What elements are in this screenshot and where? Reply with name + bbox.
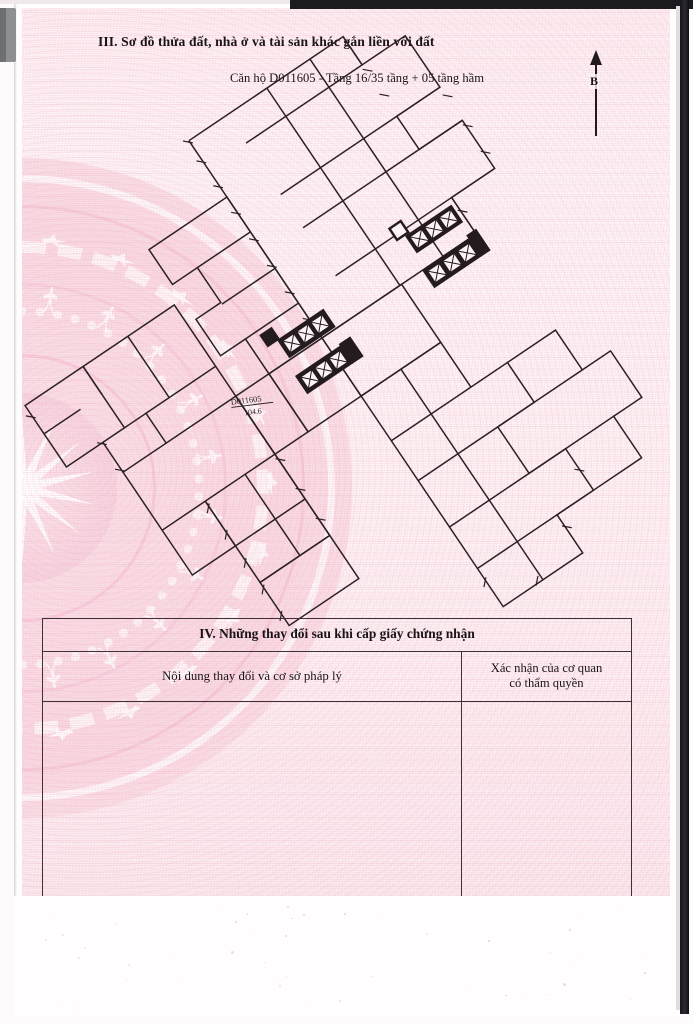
scan-speckle [44,938,47,941]
north-arrow-icon: B [584,50,610,136]
scan-speckle [83,947,86,950]
scan-speckle [53,913,55,915]
column-header-changes: Nội dung thay đổi và cơ sở pháp lý [162,668,342,683]
scan-speckle [545,993,547,996]
core-north [387,204,464,254]
scan-speckle [339,1000,342,1003]
wing-east [506,329,643,491]
scan-speckle [622,905,625,908]
scan-speckle [578,954,580,956]
scan-speckle [274,977,276,979]
scan-speckle [125,979,127,981]
scan-speckle [127,963,130,966]
scan-speckle [570,966,573,969]
unit-label-group: D011605 104.6 [230,394,274,417]
scan-edge-right-dark [680,0,689,1014]
scan-speckle [76,1007,79,1009]
floor-plan-svg: D011605 104.6 [24,34,643,627]
core-east [422,228,491,289]
core-south [295,336,364,395]
scan-speckle [218,908,220,910]
scan-speckle [576,913,578,915]
section-iv-heading: IV. Những thay đổi sau khi cấp giấy chứn… [199,626,475,641]
scan-edge-top-light [0,0,290,4]
scanner-tab-artifact-edge [0,8,6,62]
section-iv-column-header-row: Nội dung thay đổi và cơ sở pháp lý Xác n… [43,651,631,702]
scan-speckle [61,1003,63,1005]
scan-speckle [291,917,294,920]
wing-north-central [147,196,324,375]
scan-speckle [234,921,237,923]
scan-speckle [287,905,289,908]
scan-speckle [343,913,346,915]
scan-speckle [465,987,468,990]
scan-speckle [569,929,572,932]
scan-speckle [231,951,235,954]
scan-speckle [284,934,287,937]
scan-edge-right-light [676,6,680,1010]
section-iv-table: IV. Những thay đổi sau khi cấp giấy chứn… [42,618,632,896]
certificate-print-area: III. Sơ đồ thửa đất, nhà ở và tài sản kh… [22,8,670,896]
unit-area-text: 104.6 [244,406,263,417]
scan-speckle [285,976,287,978]
scan-speckle [377,917,380,919]
floor-plan-drawing: D011605 104.6 [22,8,670,896]
scan-speckle [247,913,249,915]
north-arrow-label: B [589,74,600,89]
scan-speckle [279,984,281,987]
table-column-divider [461,651,463,896]
scan-speckle [371,975,373,978]
table-cell-confirmation-body[interactable] [462,701,631,896]
scan-speckle [303,914,306,917]
confirmation-line-1: Xác nhận của cơ quan [490,660,603,675]
scan-speckle [488,940,490,943]
scan-speckle [426,933,429,936]
unit-subtitle: Căn hộ D011605 - Tầng 16/35 tầng + 05 tầ… [230,71,485,85]
scan-speckle [641,951,643,953]
confirmation-line-2: có thẩm quyền [509,676,584,690]
core-west [259,308,336,359]
scan-speckle [176,983,179,985]
wing-southwest [101,365,360,627]
scan-speckle [263,961,266,964]
scan-speckle [62,934,64,937]
facade-tick-marks [25,68,585,621]
scan-speckle [521,999,523,1001]
scan-speckle [77,957,80,960]
scan-speckle [168,952,170,954]
wing-southeast [360,341,595,608]
wing-west [24,303,217,469]
scan-speckle [629,998,632,1000]
paper-left-shadow [14,4,17,1016]
north-arrow-shaft [595,56,597,136]
scan-speckle [505,995,507,997]
table-cell-changes-body[interactable] [43,701,461,896]
wing-northeast [188,34,496,339]
scan-speckle [250,929,252,931]
section-iv-heading-row: IV. Những thay đổi sau khi cấp giấy chứn… [43,619,631,652]
column-header-confirmation: Xác nhận của cơ quan có thẩm quyền [462,651,631,701]
scan-speckle [549,952,552,954]
scan-speckle [563,983,566,987]
scan-speckle [114,922,118,925]
unit-code-text: D011605 [230,394,262,407]
scan-edge-top-dark [290,0,693,9]
bottom-margin: ·~· [14,896,681,1016]
section-iii-heading: III. Sơ đồ thửa đất, nhà ở và tài sản kh… [98,34,435,49]
scan-speckle [643,971,646,974]
